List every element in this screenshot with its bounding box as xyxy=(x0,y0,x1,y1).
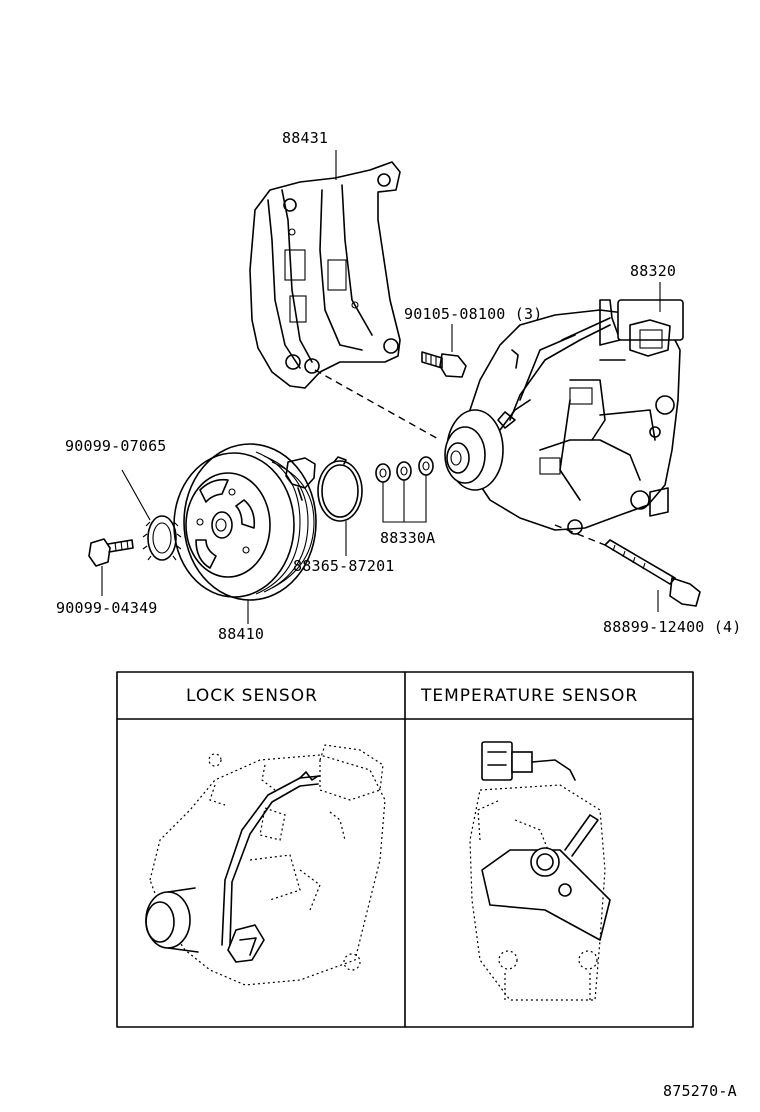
shims xyxy=(375,456,434,483)
part-label-90099-07065: 90099-07065 xyxy=(65,437,167,455)
part-label-88365-87201: 88365-87201 xyxy=(293,557,395,575)
part-label-90099-04349: 90099-04349 xyxy=(56,599,158,617)
temperature-sensor-header: TEMPERATURE SENSOR xyxy=(421,686,639,706)
part-label-88330a: 88330A xyxy=(380,529,436,547)
bracket-bolt xyxy=(421,351,467,378)
compressor-88320 xyxy=(444,299,684,535)
lock-sensor-illustration xyxy=(145,744,386,986)
pulley-88410 xyxy=(173,443,317,601)
bracket-88431 xyxy=(249,161,401,389)
part-label-90105-08100: 90105-08100 (3) xyxy=(404,305,543,323)
part-label-88410: 88410 xyxy=(218,625,265,643)
part-label-88431: 88431 xyxy=(282,129,329,147)
figure-code: 875270-A xyxy=(663,1082,737,1100)
lock-sensor-header: LOCK SENSOR xyxy=(186,686,318,706)
temperature-sensor-illustration xyxy=(469,741,611,1001)
washer xyxy=(142,515,182,561)
mounting-bolt xyxy=(604,539,701,607)
part-label-88320: 88320 xyxy=(630,262,677,280)
pulley-bolt xyxy=(88,538,134,567)
sensor-table xyxy=(116,671,694,1028)
part-label-88899-12400: 88899-12400 (4) xyxy=(603,618,742,636)
snap-ring xyxy=(317,456,363,522)
